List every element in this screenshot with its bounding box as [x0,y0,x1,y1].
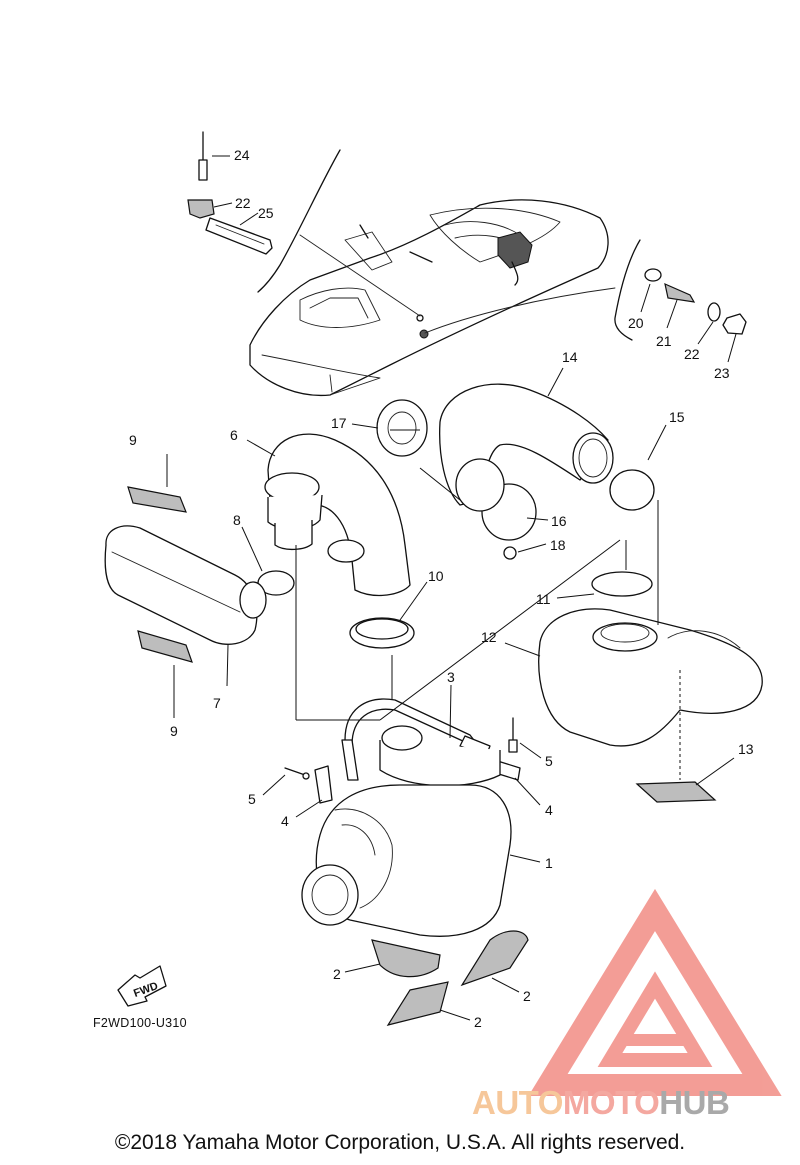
forward-direction-arrow: FWD [117,965,167,1007]
part-label: 25 [258,205,274,221]
air-box-1 [301,725,512,937]
protector-2-b [460,930,529,987]
part-label: 3 [447,669,455,685]
screw-5-left [284,767,310,780]
watermark-auto: AUTO [472,1084,563,1121]
screw-5-right [508,717,518,753]
label-leader-lines [166,155,737,1021]
part-label: 18 [550,537,566,553]
drain-plug-inset [614,239,747,341]
part-number-labels: 24 22 25 20 21 22 23 14 17 15 6 9 16 18 … [129,147,754,1030]
part-label: 15 [669,409,685,425]
bracket-4-left [314,765,333,804]
part-label: 24 [234,147,250,163]
part-label: 17 [331,415,347,431]
watermark-text: AUTOMOTOHUB [472,1084,730,1122]
part-label: 2 [474,1014,482,1030]
part-label: 9 [129,432,137,448]
protector-2-c [386,981,449,1026]
part-label: 21 [656,333,672,349]
part-label: 22 [235,195,251,211]
mounting-plate-17 [376,399,428,457]
hose-clamp-10 [349,617,415,649]
diagram-code: F2WD100-U310 [93,1016,187,1030]
intake-duct-6 [264,433,411,597]
watermark-moto: MOTO [562,1084,660,1121]
part-label: 20 [628,315,644,331]
hull-fastener-inset [187,131,341,293]
assembly-guide-lines [295,429,681,780]
hose-clamp-15 [609,469,655,511]
gasket-ring [455,458,505,512]
part-label: 22 [684,346,700,362]
intake-silencer-7 [104,525,267,645]
part-label: 2 [333,966,341,982]
part-label: 4 [545,802,553,818]
part-label: 2 [523,988,531,1004]
resonator-chamber-12 [538,608,763,747]
automotohub-logo [528,888,782,1096]
hose-clamp-11 [591,571,653,597]
part-label: 4 [281,813,289,829]
watermark-hub: HUB [659,1084,730,1121]
watercraft-hull [249,199,616,397]
part-label: 13 [738,741,754,757]
protector-2-a [371,939,441,978]
part-label: 7 [213,695,221,711]
part-label: 1 [545,855,553,871]
part-label: 6 [230,427,238,443]
part-label: 8 [233,512,241,528]
adhesive-pad-13 [635,781,717,803]
part-label: 5 [545,753,553,769]
copyright-notice: ©2018 Yamaha Motor Corporation, U.S.A. A… [114,1131,686,1154]
adhesive-pad-9-lower [137,630,193,663]
part-label: 11 [536,591,551,607]
part-label: 9 [170,723,178,739]
nut-18 [503,546,517,560]
part-label: 23 [714,365,730,381]
part-label: 14 [562,349,578,365]
part-label: 10 [428,568,444,584]
part-label: 12 [481,629,497,645]
part-label: 5 [248,791,256,807]
part-label: 16 [551,513,567,529]
adhesive-pad-9-upper [127,486,187,513]
